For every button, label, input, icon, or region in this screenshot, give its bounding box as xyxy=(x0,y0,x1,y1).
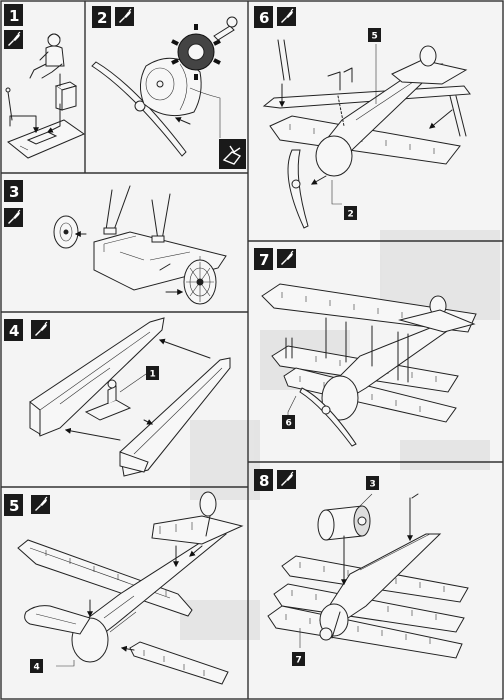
assembly-arrow xyxy=(189,545,203,557)
glue-icon xyxy=(3,207,24,228)
callout-badge xyxy=(292,652,305,666)
leader-line xyxy=(189,87,221,138)
lower-wing-stub-left xyxy=(24,605,91,635)
upper-wing xyxy=(262,85,471,109)
leader-line xyxy=(119,373,147,393)
callout-part-number: 6 xyxy=(286,419,292,429)
callout-part-number: 3 xyxy=(370,480,376,490)
step-7-badge xyxy=(254,248,273,270)
leader-line xyxy=(355,493,373,511)
fuselage-half-right xyxy=(119,357,231,477)
wheel-right xyxy=(183,259,217,305)
fuselage xyxy=(71,529,227,663)
tail-surfaces xyxy=(151,491,244,545)
step-7-number: 7 xyxy=(259,251,269,269)
step-6-number: 6 xyxy=(259,9,269,27)
fuel-tank xyxy=(317,505,371,541)
tail-surfaces xyxy=(391,45,468,85)
glue-icon xyxy=(30,319,51,340)
step-8-number: 8 xyxy=(259,472,269,490)
landing-gear xyxy=(319,611,341,641)
detail-inset xyxy=(219,139,246,169)
step-3-badge xyxy=(4,180,23,202)
assembly-arrow xyxy=(143,419,154,425)
glue-icon xyxy=(3,29,24,50)
step-5-badge xyxy=(4,494,23,516)
callout-badge xyxy=(366,476,379,490)
fuselage xyxy=(319,533,442,637)
engine-shaft xyxy=(213,16,238,41)
landing-gear-struts xyxy=(103,185,171,243)
step-2-panel: 2 xyxy=(91,6,246,169)
step-3-number: 3 xyxy=(9,183,19,201)
callout-part-number: 4 xyxy=(34,663,40,673)
callout-badge xyxy=(282,415,295,429)
callout-part-number: 1 xyxy=(150,370,156,380)
step-4-panel: 4 1 xyxy=(4,317,231,477)
assembly-arrow xyxy=(46,103,61,133)
fuselage-half-left xyxy=(29,317,165,437)
axle xyxy=(159,263,171,271)
step-6-badge xyxy=(254,6,273,28)
cockpit-assembly xyxy=(84,379,132,421)
middle-wing xyxy=(273,583,465,633)
step-1-badge xyxy=(4,4,23,26)
propeller xyxy=(299,387,357,447)
rotary-engine xyxy=(171,24,221,80)
step-4-number: 4 xyxy=(9,322,19,340)
fuselage xyxy=(315,63,444,177)
assembly-arrow xyxy=(64,427,121,441)
control-stick xyxy=(5,87,13,121)
lower-wing-center-section xyxy=(93,231,227,291)
pilot-seat xyxy=(54,73,78,111)
step-5-number: 5 xyxy=(9,497,19,515)
assembly-arrow xyxy=(429,109,453,129)
callout-badge xyxy=(146,366,159,380)
lower-wing xyxy=(267,605,463,659)
glue-icon xyxy=(30,494,51,515)
callout-part-number: 5 xyxy=(372,32,378,42)
glue-icon xyxy=(276,469,297,490)
callout-badge xyxy=(30,659,43,673)
assembly-arrow xyxy=(310,175,327,185)
glue-icon xyxy=(276,248,297,269)
step-8-badge xyxy=(254,469,273,491)
pilot-figure xyxy=(29,33,65,79)
fuselage xyxy=(321,295,476,421)
propeller xyxy=(287,149,309,229)
machine-gun xyxy=(409,493,419,529)
callout-badge xyxy=(344,206,357,220)
leader-line xyxy=(331,180,342,205)
assembly-arrow xyxy=(174,117,191,125)
assembly-arrow xyxy=(120,645,135,652)
wing-struts xyxy=(277,39,467,137)
step-2-badge xyxy=(92,6,111,28)
assembly-arrow xyxy=(9,115,39,134)
lower-wing-right xyxy=(129,641,229,685)
step-1-number: 1 xyxy=(9,7,19,25)
glue-icon xyxy=(114,6,135,27)
glue-icon xyxy=(276,6,297,27)
wheel-left xyxy=(53,215,79,249)
step-3-panel: 3 xyxy=(3,180,227,305)
interplane-struts xyxy=(285,317,409,383)
leader-line xyxy=(56,660,75,667)
step-5-panel: 5 xyxy=(4,491,244,685)
step-6-panel: 6 xyxy=(254,6,471,229)
callout-part-number: 2 xyxy=(348,210,354,220)
step-8-panel: 8 xyxy=(254,469,469,666)
callout-part-number: 7 xyxy=(296,656,302,666)
assembly-arrow xyxy=(158,338,211,359)
step-4-badge xyxy=(4,319,23,341)
callout-badge xyxy=(368,28,381,42)
step-1-panel: 1 xyxy=(3,4,86,159)
step-2-number: 2 xyxy=(97,9,107,27)
cockpit-floor xyxy=(7,119,86,159)
propeller xyxy=(91,61,187,157)
step-7-panel: 7 xyxy=(254,248,477,447)
